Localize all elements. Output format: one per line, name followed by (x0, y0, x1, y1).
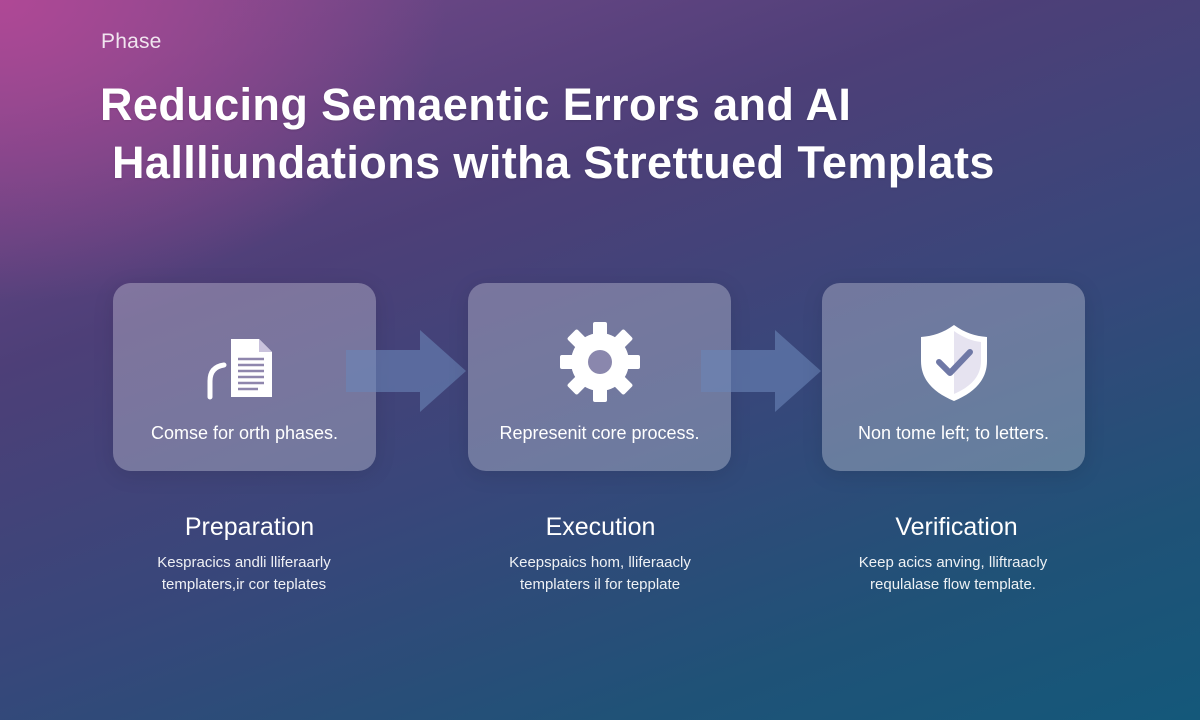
card-text: Non tome left; to letters. (857, 423, 1050, 443)
phase-title-execution: Execution (545, 513, 656, 541)
phase-description-line: Keepspaics hom, lliferaacly (509, 554, 691, 571)
phase-title-verification: Verification (895, 513, 1018, 541)
page-title: Reducing Semaentic Errors and AI Hallliu… (100, 76, 1160, 192)
phase-description-execution: Keepspaics hom, lliferaacly templaters i… (450, 552, 750, 596)
phase-card-verification: Non tome left; to letters. (822, 283, 1085, 471)
card-text: Comse for orth phases. (150, 423, 339, 443)
title-line-2: Hallliundations witha Strettued Templats (112, 137, 995, 188)
gear-icon (555, 317, 645, 407)
title-line-1: Reducing Semaentic Errors and AI (100, 79, 852, 130)
card-text: Represenit core process. (499, 423, 700, 443)
flow-arrow-icon (346, 330, 466, 412)
eyebrow-label: Phase (101, 30, 162, 53)
phase-description-line: templaters il for tepplate (519, 576, 681, 593)
phase-description-verification: Keep acics anving, lliftraacly requlalas… (803, 552, 1103, 596)
phase-title-preparation: Preparation (184, 513, 315, 541)
shield-check-icon (909, 317, 999, 407)
phase-description-line: templaters,ir cor teplates (161, 576, 327, 593)
phase-card-preparation: Comse for orth phases. (113, 283, 376, 471)
phase-description-line: requlalase flow template. (870, 576, 1036, 593)
phase-description-preparation: Kespracics andli lliferaarly templaters,… (94, 552, 394, 596)
phase-description-line: Keep acics anving, lliftraacly (858, 554, 1048, 571)
phase-card-execution: Represenit core process. (468, 283, 731, 471)
phase-description-line: Kespracics andli lliferaarly (157, 554, 331, 571)
document-icon (200, 317, 290, 407)
flow-arrow-icon (701, 330, 821, 412)
